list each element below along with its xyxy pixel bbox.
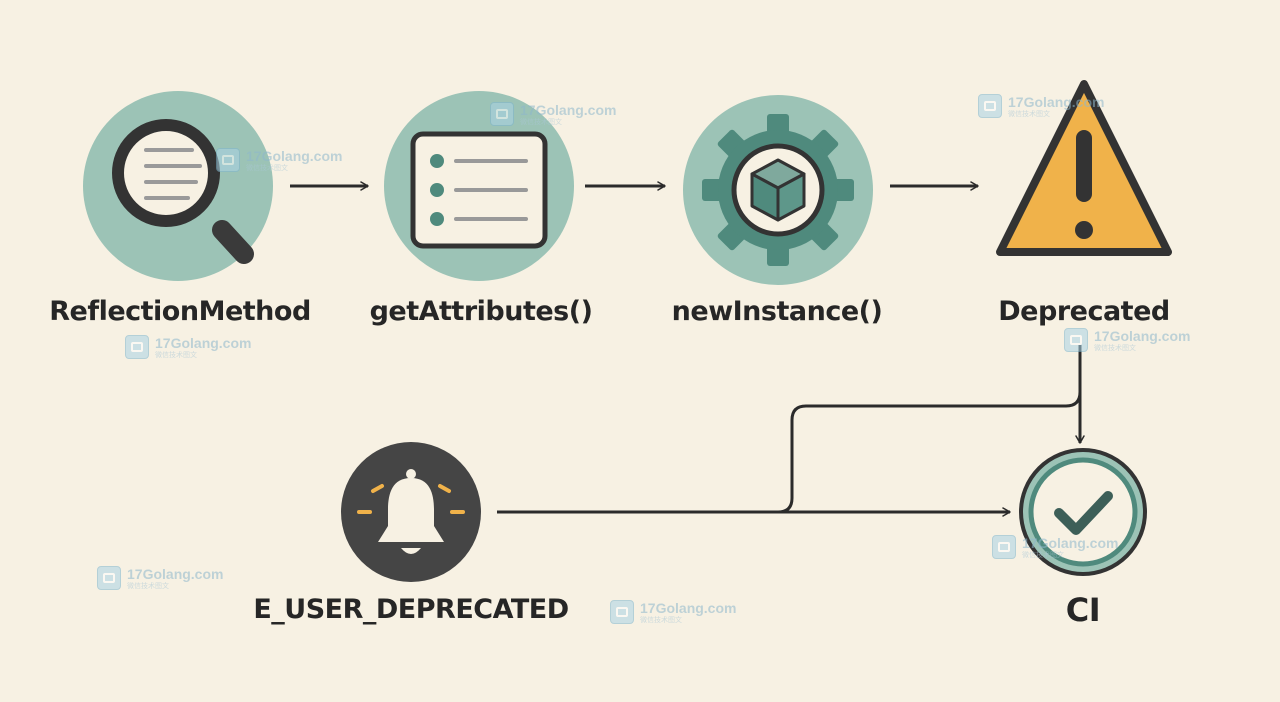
label-new-instance: newInstance() [671,296,883,327]
gear-cube-icon [683,95,873,285]
checkmark-badge-icon [1019,448,1147,576]
connector-branch [777,391,1082,514]
label-deprecated: Deprecated [998,296,1170,327]
label-reflection-method: ReflectionMethod [49,296,311,327]
label-get-attributes: getAttributes() [369,296,593,327]
magnifier-icon [83,91,273,281]
label-ci: CI [1065,591,1101,629]
bell-icon [341,442,481,582]
label-e-user-deprecated: E_USER_DEPRECATED [253,594,569,625]
warning-triangle-icon [996,80,1172,256]
attribute-list-icon [384,91,574,281]
